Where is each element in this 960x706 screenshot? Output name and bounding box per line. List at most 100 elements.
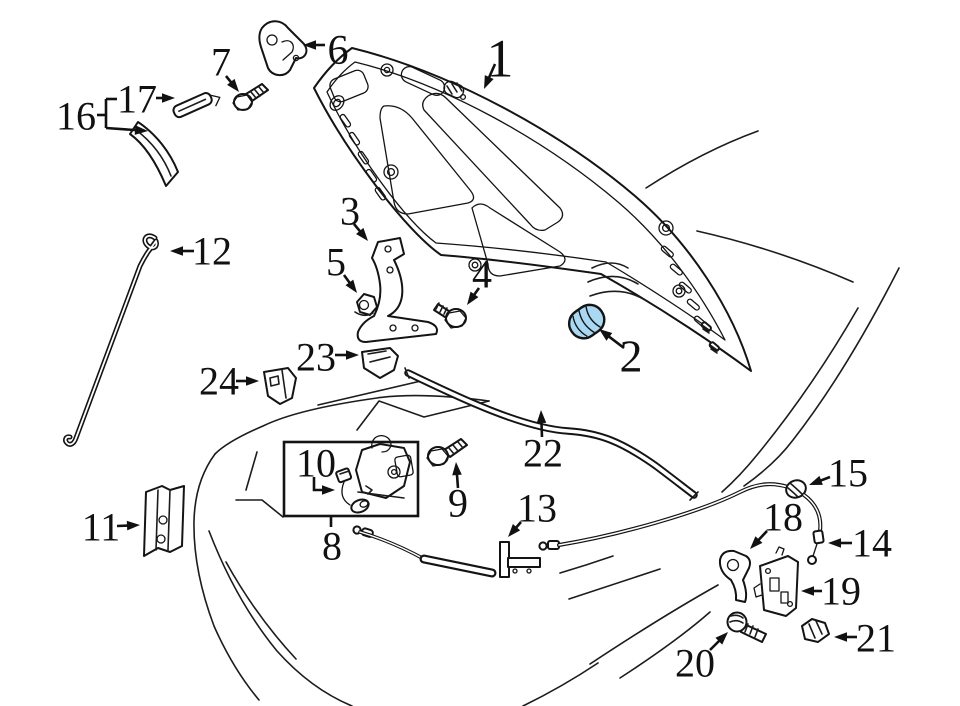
callout-label-16: 16 <box>56 93 96 138</box>
screw-20 <box>726 611 767 643</box>
bracket-11 <box>143 485 185 557</box>
callout-13: 13 <box>508 485 557 537</box>
cable-grommet-15 <box>785 479 807 499</box>
callout-arrowhead-5 <box>345 279 357 293</box>
callout-label-13: 13 <box>517 485 557 530</box>
callout-label-8: 8 <box>322 523 342 568</box>
hood-support-rod <box>63 233 159 447</box>
latch-bolt-9 <box>426 438 468 467</box>
callout-label-14: 14 <box>852 520 892 565</box>
callout-arrowhead-1 <box>484 75 494 89</box>
callout-arrowhead-2 <box>599 329 613 341</box>
callout-3: 3 <box>340 188 368 241</box>
callout-label-19: 19 <box>821 568 861 613</box>
callout-7: 7 <box>211 39 239 92</box>
callout-4: 4 <box>467 251 492 305</box>
cable-end-14 <box>807 529 825 565</box>
callout-14: 14 <box>828 520 892 565</box>
hood-switch-10 <box>335 467 370 514</box>
callout-6: 6 <box>303 28 349 74</box>
callout-arrowhead-6 <box>303 40 316 50</box>
callout-8: 8 <box>322 517 342 568</box>
hood-buffer-highlighted <box>567 303 606 340</box>
callout-label-15: 15 <box>828 450 868 495</box>
hood-edge-slots-left <box>339 113 387 201</box>
callout-arrowhead-21 <box>834 632 847 642</box>
callout-arrowhead-15 <box>809 475 823 485</box>
hood-latch <box>355 434 414 499</box>
callout-arrowhead-24 <box>246 376 259 386</box>
callout-label-20: 20 <box>675 640 715 685</box>
clip-21 <box>801 618 830 643</box>
callout-2: 2 <box>599 329 643 382</box>
lock-plate-19 <box>753 546 799 617</box>
callout-label-1: 1 <box>487 28 514 88</box>
callout-arrowhead-18 <box>750 536 763 549</box>
callout-arrowhead-17 <box>162 93 175 103</box>
callout-arrowhead-13 <box>508 524 521 537</box>
callout-21: 21 <box>834 615 896 660</box>
callout-19: 19 <box>801 568 861 613</box>
callout-arrowhead-4 <box>467 291 479 305</box>
callout-15: 15 <box>809 450 868 495</box>
callout-label-22: 22 <box>523 430 563 475</box>
callout-label-18: 18 <box>763 494 803 539</box>
callout-5: 5 <box>326 239 357 293</box>
release-handle-18 <box>718 549 751 603</box>
callout-24: 24 <box>199 358 259 403</box>
callout-arrowhead-12 <box>170 246 183 256</box>
callout-9: 9 <box>448 462 468 525</box>
callout-arrowhead-16 <box>134 125 148 135</box>
callout-arrowhead-19 <box>801 586 814 596</box>
hinge-nut <box>354 293 378 317</box>
callout-11: 11 <box>82 504 140 549</box>
pad-strip-17 <box>172 92 221 119</box>
callout-label-11: 11 <box>82 504 121 549</box>
callout-arrowhead-11 <box>126 520 140 531</box>
callout-12: 12 <box>170 228 232 273</box>
callout-arrowhead-14 <box>828 538 841 548</box>
callout-label-24: 24 <box>199 358 239 403</box>
callout-23: 23 <box>296 334 359 379</box>
callout-label-4: 4 <box>472 251 492 296</box>
callout-arrowhead-9 <box>452 462 462 476</box>
callout-label-21: 21 <box>856 615 896 660</box>
callout-label-6: 6 <box>328 28 349 74</box>
callout-label-2: 2 <box>620 331 643 382</box>
car-body-sketch <box>193 130 900 706</box>
callout-label-10: 10 <box>296 440 336 485</box>
callout-label-17: 17 <box>117 76 157 121</box>
hood-rear-pins <box>700 321 720 354</box>
clip-23 <box>361 347 399 379</box>
callout-18: 18 <box>750 494 803 549</box>
callout-1: 1 <box>484 28 514 89</box>
hood-hinge <box>356 237 438 343</box>
callout-arrowhead-10 <box>322 485 335 495</box>
callout-16: 16 <box>56 93 148 138</box>
hinge-bolt-4 <box>433 302 467 329</box>
hinge-bolt-7 <box>232 83 269 111</box>
callout-10: 10 <box>296 440 336 495</box>
callout-label-23: 23 <box>296 334 336 379</box>
callout-20: 20 <box>675 632 728 685</box>
callout-arrowhead-23 <box>346 350 359 360</box>
cable-bracket-13 <box>499 541 541 578</box>
callout-arrowhead-3 <box>356 227 368 241</box>
callout-label-5: 5 <box>326 239 346 284</box>
release-cable-assembly <box>352 479 825 578</box>
hood-panel <box>313 47 752 372</box>
callout-label-7: 7 <box>211 39 231 84</box>
callout-17: 17 <box>117 76 175 121</box>
callout-arrowhead-20 <box>715 632 728 645</box>
callout-22: 22 <box>523 410 563 475</box>
callout-label-9: 9 <box>448 480 468 525</box>
callout-label-12: 12 <box>192 228 232 273</box>
callout-arrowhead-22 <box>536 410 547 424</box>
clip-24 <box>263 367 297 405</box>
callout-label-3: 3 <box>340 188 360 233</box>
hood-seal <box>404 367 699 501</box>
hinge-bracket-upper <box>258 20 308 76</box>
callout-arrowhead-7 <box>227 78 239 92</box>
